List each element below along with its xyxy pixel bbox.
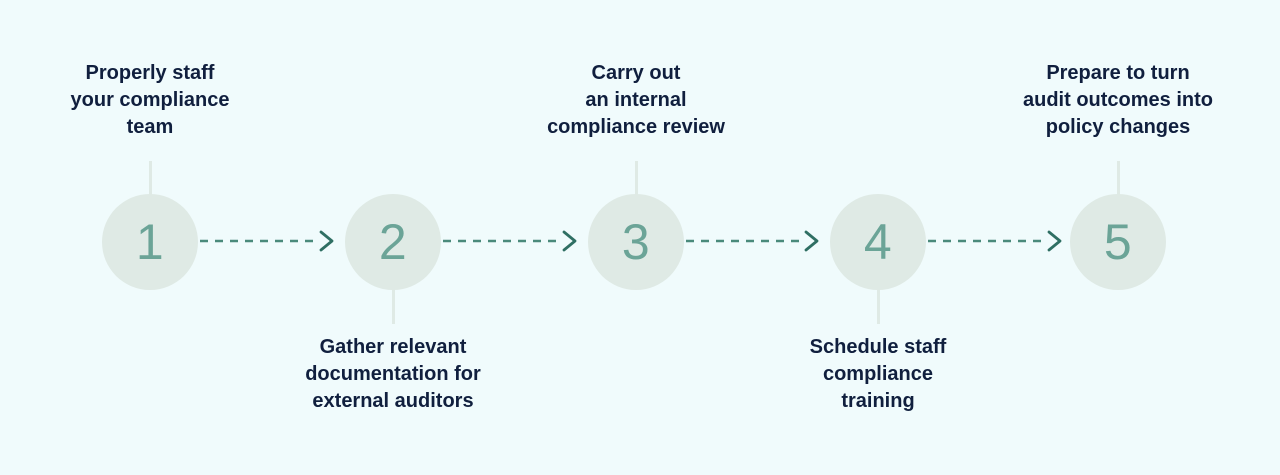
step-2-stem xyxy=(391,282,395,324)
arrow-chevron-icon xyxy=(1047,230,1062,252)
step-5-label: Prepare to turn audit outcomes into poli… xyxy=(988,60,1248,141)
step-1-circle: 1 xyxy=(102,194,198,290)
step-1-label-line-3: team xyxy=(126,116,174,138)
step-2: 2 Gather relevant documentation for exte… xyxy=(263,0,523,475)
step-4-label-line-3: training xyxy=(841,390,915,412)
step-4-label-line-1: Schedule staff xyxy=(809,336,947,358)
step-4-label-line-2: compliance xyxy=(822,363,934,385)
step-5-circle: 5 xyxy=(1070,194,1166,290)
step-2-number: 2 xyxy=(378,214,408,270)
step-4: 4 Schedule staff compliance training xyxy=(748,0,1008,475)
arrow-chevron-icon xyxy=(804,230,819,252)
step-2-label-line-3: external auditors xyxy=(312,390,474,412)
connector-step-2-to-3 xyxy=(443,228,579,254)
step-5-number: 5 xyxy=(1103,214,1133,270)
step-1-label: Properly staff your compliance team xyxy=(20,60,280,141)
step-3-label-line-3: compliance review xyxy=(547,116,725,138)
step-5-label-line-2: audit outcomes into xyxy=(1023,89,1213,111)
step-2-circle: 2 xyxy=(345,194,441,290)
step-1-stem xyxy=(148,161,152,203)
step-5-label-line-3: policy changes xyxy=(1045,116,1191,138)
connector-step-3-to-4 xyxy=(686,228,821,254)
arrow-chevron-icon xyxy=(319,230,334,252)
step-1-label-line-2: your compliance xyxy=(70,89,230,111)
step-4-number: 4 xyxy=(863,214,893,270)
step-3-label: Carry out an internal compliance review xyxy=(506,60,766,141)
step-5-label-line-1: Prepare to turn xyxy=(1046,62,1190,84)
step-4-label: Schedule staff compliance training xyxy=(748,334,1008,415)
step-2-label-line-2: documentation for xyxy=(305,363,481,385)
step-4-stem xyxy=(876,282,880,324)
connector-step-1-to-2 xyxy=(200,228,336,254)
step-1-number: 1 xyxy=(135,214,165,270)
step-2-label: Gather relevant documentation for extern… xyxy=(263,334,523,415)
step-2-label-line-1: Gather relevant xyxy=(319,336,467,358)
step-1-label-line-1: Properly staff xyxy=(85,62,215,84)
step-3-stem xyxy=(634,161,638,203)
arrow-chevron-icon xyxy=(562,230,577,252)
step-3: Carry out an internal compliance review … xyxy=(506,0,766,475)
step-3-label-line-2: an internal xyxy=(585,89,687,111)
step-5: Prepare to turn audit outcomes into poli… xyxy=(988,0,1248,475)
step-3-label-line-1: Carry out xyxy=(591,62,681,84)
step-3-circle: 3 xyxy=(588,194,684,290)
step-3-number: 3 xyxy=(621,214,651,270)
step-1: Properly staff your compliance team 1 xyxy=(20,0,280,475)
step-4-circle: 4 xyxy=(830,194,926,290)
connector-step-4-to-5 xyxy=(928,228,1064,254)
step-5-stem xyxy=(1116,161,1120,203)
